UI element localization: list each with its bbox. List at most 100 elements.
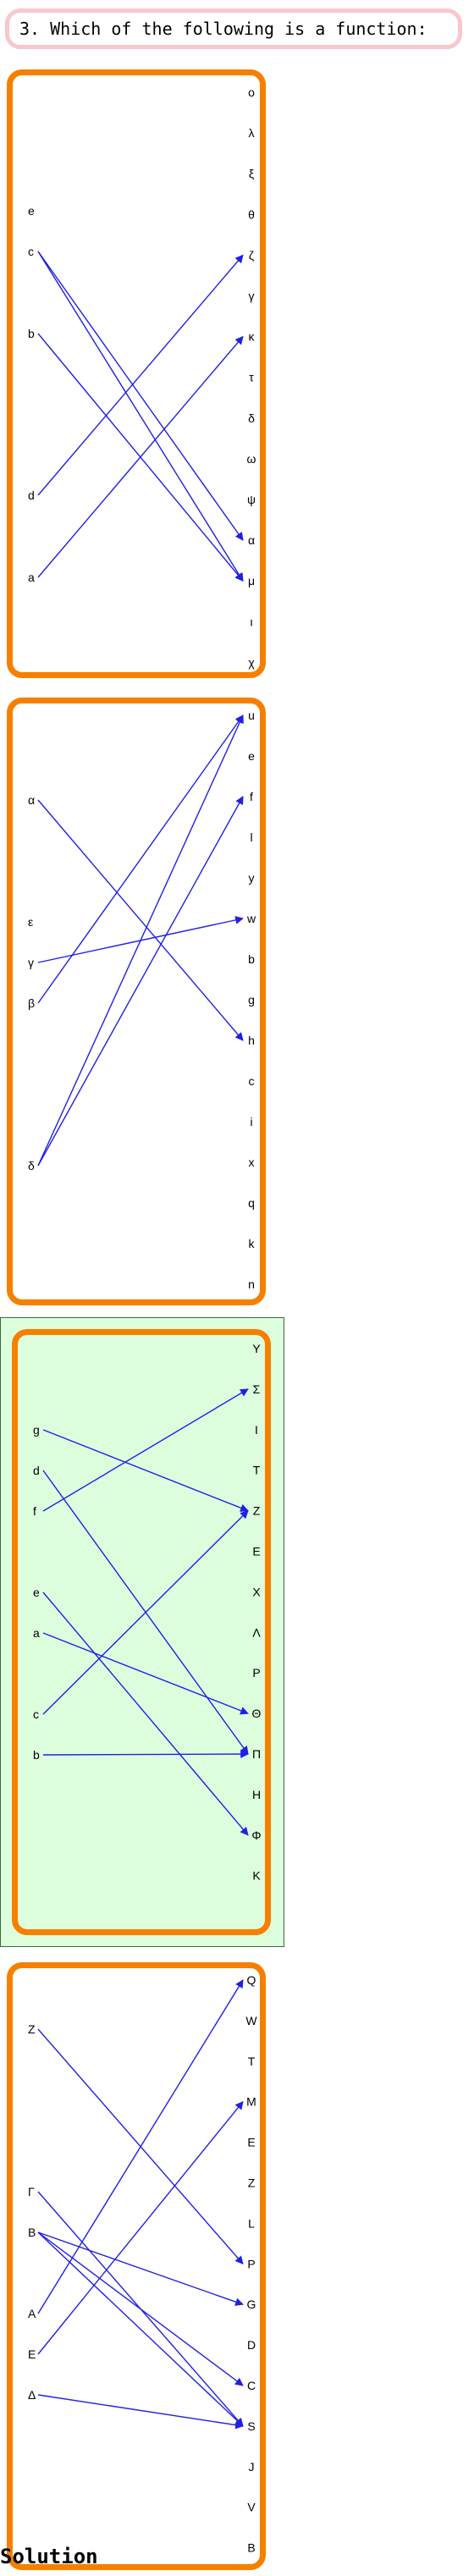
codomain-label: y — [249, 871, 255, 885]
codomain-label: n — [248, 1277, 255, 1291]
mapping-arrow — [42, 1591, 249, 1836]
domain-label: e — [28, 204, 35, 218]
codomain-label: Σ — [253, 1382, 261, 1396]
domain-label: e — [33, 1586, 40, 1599]
codomain-label: Λ — [252, 1625, 261, 1639]
question-text: 3. Which of the following is a function: — [19, 19, 427, 39]
codomain-label: τ — [249, 371, 254, 384]
codomain-label: G — [247, 2297, 256, 2311]
domain-label: a — [28, 571, 35, 584]
mapping-arrow — [37, 714, 244, 1167]
mapping-arrow — [42, 1388, 249, 1512]
mapping-arrow — [37, 251, 244, 582]
domain-label: E — [28, 2347, 36, 2361]
codomain-label: θ — [248, 207, 255, 221]
mapping-arrow — [37, 714, 244, 1004]
domain-label: γ — [28, 956, 34, 969]
codomain-label: Π — [252, 1747, 261, 1761]
domain-label: d — [33, 1464, 40, 1477]
domain-label: g — [33, 1423, 40, 1437]
codomain-label: V — [247, 2501, 256, 2514]
codomain-label: w — [246, 912, 256, 925]
codomain-label: k — [249, 1237, 256, 1250]
mapping-arrow — [37, 2231, 244, 2306]
solution-label: Solution — [0, 2545, 98, 2568]
codomain-label: h — [248, 1034, 255, 1047]
mapping-arrow — [37, 796, 244, 1167]
mapping-arrow — [42, 1632, 249, 1715]
codomain-label: Ρ — [252, 1666, 260, 1680]
question-box: 3. Which of the following is a function: — [5, 8, 462, 49]
codomain-label: S — [247, 2419, 255, 2433]
domain-label: α — [28, 793, 35, 807]
codomain-label: α — [248, 533, 255, 547]
codomain-label: Q — [247, 1973, 256, 1987]
codomain-label: ω — [247, 452, 256, 466]
mapping-arrow — [42, 1509, 249, 1715]
codomain-label: q — [248, 1196, 255, 1210]
codomain-label: Z — [248, 2176, 256, 2190]
codomain-label: i — [250, 1115, 252, 1128]
codomain-label: D — [247, 2338, 256, 2352]
mapping-arrow — [37, 2394, 244, 2430]
mapping-arrow — [37, 1979, 244, 2314]
domain-label: β — [28, 996, 35, 1010]
mapping-arrow — [37, 799, 244, 1041]
codomain-label: Ι — [255, 1423, 258, 1437]
domain-label: δ — [28, 1159, 35, 1172]
codomain-label: o — [248, 85, 255, 99]
mapping-arrow — [37, 335, 244, 578]
domain-label: B — [28, 2226, 36, 2239]
domain-label: A — [28, 2307, 36, 2320]
domain-label: c — [28, 245, 34, 258]
codomain-label: u — [248, 709, 255, 722]
codomain-label: c — [249, 1074, 255, 1088]
domain-label: b — [33, 1748, 40, 1762]
codomain-label: λ — [249, 126, 255, 140]
domain-label: Γ — [28, 2185, 35, 2198]
domain-label: ε — [28, 915, 33, 929]
mapping-arrow — [42, 1429, 249, 1512]
codomain-label: E — [247, 2136, 255, 2149]
codomain-label: L — [248, 2216, 255, 2230]
codomain-label: C — [247, 2379, 256, 2392]
codomain-label: x — [249, 1156, 255, 1169]
domain-label: c — [33, 1707, 39, 1721]
codomain-label: γ — [249, 290, 255, 303]
codomain-label: g — [248, 993, 255, 1007]
domain-label: a — [33, 1626, 40, 1640]
codomain-label: Χ — [252, 1585, 261, 1598]
codomain-label: W — [245, 2014, 257, 2027]
codomain-label: Κ — [252, 1869, 261, 1883]
mapping-arrow — [37, 2231, 244, 2427]
domain-label: Δ — [28, 2388, 36, 2402]
mapping-arrow — [37, 254, 244, 496]
mapping-arrow — [37, 2100, 244, 2355]
codomain-label: Φ — [251, 1829, 261, 1842]
codomain-label: Υ — [252, 1342, 261, 1355]
domain-label: b — [28, 327, 35, 340]
codomain-label: Η — [252, 1788, 261, 1801]
codomain-label: J — [249, 2460, 255, 2474]
domain-label: f — [33, 1504, 36, 1518]
codomain-label: ι — [250, 615, 252, 628]
codomain-label: Θ — [252, 1707, 262, 1720]
codomain-label: T — [248, 2055, 256, 2068]
codomain-label: P — [247, 2257, 255, 2270]
codomain-label: e — [248, 749, 255, 763]
domain-label: Z — [28, 2022, 36, 2036]
codomain-label: μ — [248, 574, 255, 587]
mapping-arrow — [37, 2231, 244, 2386]
codomain-label: b — [248, 952, 255, 966]
mapping-arrow — [42, 1750, 249, 1758]
codomain-label: Τ — [253, 1464, 261, 1477]
mapping-arrow — [37, 251, 244, 541]
codomain-label: l — [250, 830, 252, 844]
